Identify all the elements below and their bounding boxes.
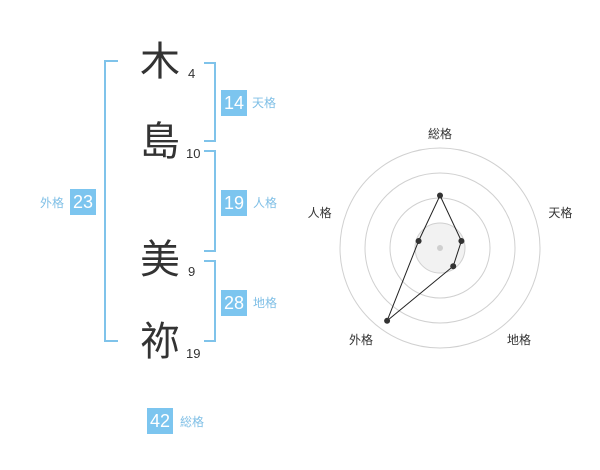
radar-point	[450, 263, 457, 270]
tenkaku-bracket	[204, 62, 216, 142]
soukaku-label: 総格	[180, 415, 205, 429]
stroke-count-2: 10	[186, 146, 201, 161]
name-char-3: 美	[140, 237, 180, 283]
name-char-4: 祢	[140, 319, 180, 365]
stroke-count-1: 4	[188, 66, 196, 81]
radar-ring	[364, 172, 516, 324]
gaikaku-badge: 23	[70, 189, 97, 215]
radar-point	[458, 238, 465, 245]
tenkaku-label: 天格	[252, 96, 277, 110]
stroke-count-4: 19	[186, 346, 201, 361]
gaikaku-bracket	[104, 60, 118, 342]
radar-point	[415, 238, 422, 245]
radar-point	[437, 192, 443, 199]
radar-polygon	[386, 194, 462, 322]
chikaku-badge: 28	[221, 290, 248, 316]
stroke-count-3: 9	[188, 264, 196, 279]
tenkaku-badge: 14	[221, 90, 248, 116]
gaikaku-label: 外格	[40, 196, 65, 210]
radar-axis-label: 人格	[308, 205, 332, 220]
name-char-2: 島	[140, 119, 180, 165]
chikaku-label: 地格	[253, 296, 278, 310]
jinkaku-bracket	[204, 150, 216, 252]
jinkaku-label: 人格	[253, 196, 278, 210]
chikaku-bracket	[204, 260, 216, 342]
radar-ring	[339, 147, 541, 349]
radar-axis-label: 地格	[507, 332, 531, 347]
radar-axis-label: 外格	[349, 332, 373, 347]
jinkaku-badge: 19	[221, 190, 248, 216]
radar-point	[384, 317, 391, 324]
soukaku-badge: 42	[147, 408, 174, 434]
radar-center	[437, 245, 443, 251]
name-char-1: 木	[140, 39, 180, 85]
radar-axis-label: 天格	[548, 205, 572, 220]
radar-axis-label: 総格	[428, 126, 452, 141]
